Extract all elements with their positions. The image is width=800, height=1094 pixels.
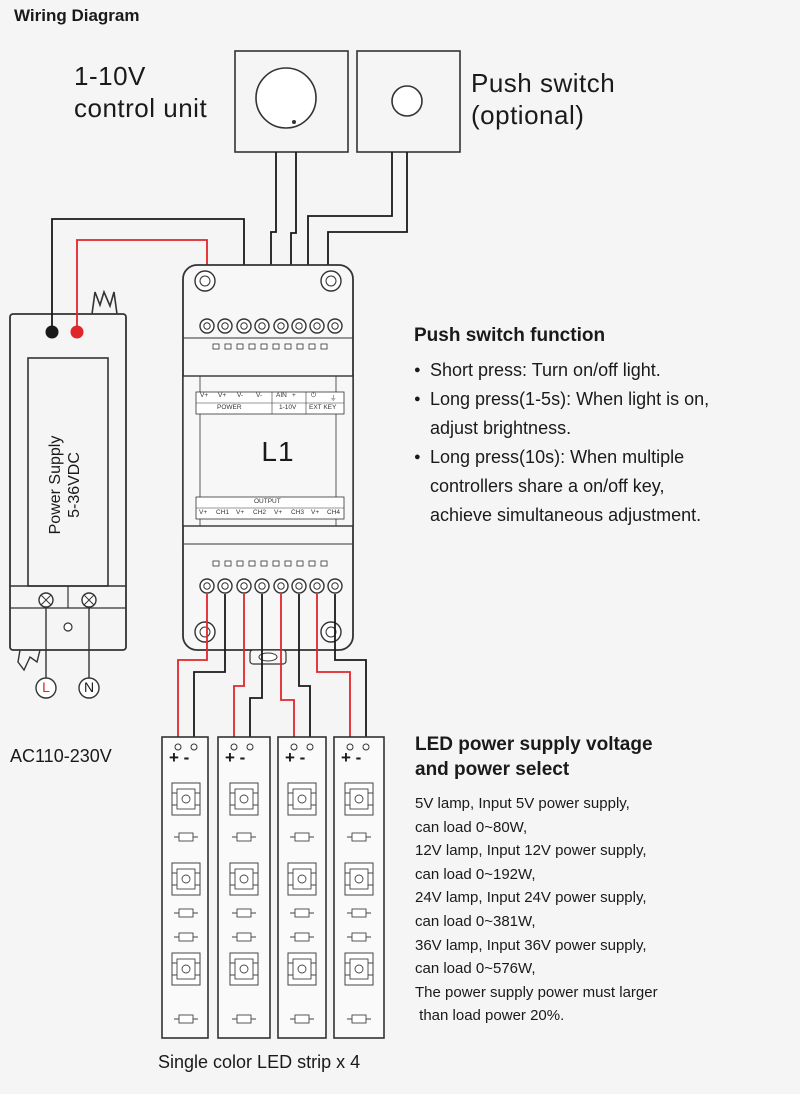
power-supply-label-line2: 5-36VDC (66, 452, 83, 518)
bottom-label-4: CH2 (253, 509, 267, 516)
controller-l1 (182, 264, 354, 665)
power-supply-label-line1: Power Supply (47, 435, 64, 535)
top-label-2: V+ (218, 392, 227, 399)
strip-1-minus: - (183, 748, 190, 767)
push-function-item-short: Short press: Turn on/off light. (414, 356, 794, 385)
led-note-line: than load power 20%. (415, 1007, 565, 1025)
control-unit-label-line1: 1-10V (74, 61, 146, 91)
led-note-line: can load 0~80W, (415, 818, 528, 836)
terminal-l-label: L (42, 679, 50, 695)
control-unit-label-line2: control unit (74, 93, 208, 123)
top-label-4: V- (256, 392, 263, 399)
led-note-line: 12V lamp, Input 12V power supply, (415, 842, 647, 860)
power-supply-label: Power Supply 5-36VDC (30, 410, 100, 560)
strip-2-plus: + (225, 748, 235, 767)
push-switch-box (356, 50, 461, 153)
led-select-section: LED power supply voltage and power selec… (415, 732, 795, 1028)
strip-3-polarity: + - (285, 748, 305, 768)
push-switch-label-line1: Push switch (471, 68, 616, 98)
push-function-title: Push switch function (414, 325, 606, 346)
push-function-item-long: Long press(1-5s): When light is on, adju… (414, 385, 794, 443)
power-section-label: POWER (217, 404, 242, 411)
page-title: Wiring Diagram (14, 6, 140, 25)
led-note-line: 24V lamp, Input 24V power supply, (415, 889, 647, 907)
bottom-label-2: CH1 (216, 509, 230, 516)
dim-section-label: 1-10V (279, 404, 297, 411)
controller-name: L1 (261, 436, 295, 467)
led-note-line: can load 0~576W, (415, 960, 536, 978)
strip-4-polarity: + - (341, 748, 361, 768)
led-strip-1 (161, 736, 209, 1039)
top-label-8: ⏚ (330, 395, 337, 402)
led-note-line: 36V lamp, Input 36V power supply, (415, 936, 647, 954)
strip-2-polarity: + - (225, 748, 245, 768)
led-strip-3 (277, 736, 327, 1039)
bottom-label-5: V+ (274, 509, 283, 516)
top-label-5: AIN (276, 392, 287, 399)
strip-3-plus: + (285, 748, 295, 767)
push-switch-label: Push switch (optional) (471, 67, 615, 131)
power-supply-unit (9, 289, 127, 699)
led-strip-4 (333, 736, 385, 1039)
bottom-label-3: V+ (236, 509, 245, 516)
led-note-line: can load 0~192W, (415, 865, 536, 883)
strip-2-minus: - (239, 748, 246, 767)
terminal-n-label: N (83, 679, 95, 695)
led-select-notes: 5V lamp, Input 5V power supply, can load… (415, 792, 795, 1028)
mains-voltage-label: AC110-230V (10, 746, 112, 766)
top-label-3: V- (237, 392, 244, 399)
led-note-line: can load 0~381W, (415, 912, 536, 930)
bottom-label-6: CH3 (291, 509, 305, 516)
top-terminal-row (199, 318, 343, 334)
output-section-label: OUTPUT (254, 498, 281, 505)
led-note-line: 5V lamp, Input 5V power supply, (415, 795, 630, 812)
top-label-1: V+ (200, 392, 209, 399)
bottom-label-7: V+ (311, 509, 320, 516)
push-function-section: Push switch function Short press: Turn o… (414, 323, 794, 530)
led-strips (161, 736, 385, 1039)
strip-3-minus: - (299, 748, 306, 767)
strip-4-minus: - (355, 748, 362, 767)
ext-key-section-label: EXT KEY (309, 404, 337, 411)
led-select-title-line2: and power select (415, 759, 570, 780)
bottom-label-8: CH4 (327, 509, 341, 516)
top-label-6: + (292, 392, 296, 399)
strip-1-polarity: + - (169, 748, 189, 768)
push-switch-label-line2: (optional) (471, 100, 585, 130)
bottom-label-1: V+ (199, 509, 208, 516)
push-function-item-extra-long: Long press(10s): When multiple controlle… (414, 443, 794, 530)
strips-caption: Single color LED strip x 4 (158, 1052, 361, 1072)
led-note-line: The power supply power must larger (415, 983, 658, 1001)
top-label-7: ⏻ (311, 392, 317, 399)
strip-1-plus: + (169, 748, 179, 767)
push-function-list: Short press: Turn on/off light. Long pre… (414, 356, 794, 530)
led-strip-2 (217, 736, 271, 1039)
control-unit-label: 1-10V control unit (74, 60, 207, 124)
led-select-title-line1: LED power supply voltage (415, 734, 653, 755)
output-wires (177, 594, 367, 742)
strip-4-plus: + (341, 748, 351, 767)
control-unit-box (234, 50, 349, 153)
